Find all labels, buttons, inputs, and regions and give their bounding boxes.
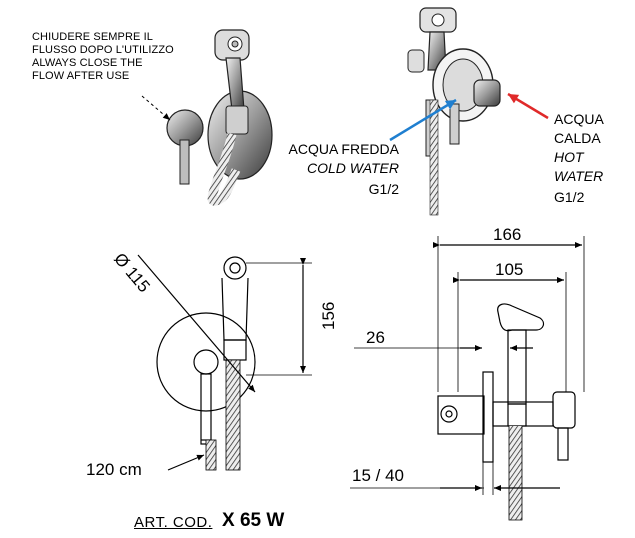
- handshower-depth-dimension: 105: [495, 260, 524, 279]
- overall-depth-dimension: 166: [493, 225, 522, 244]
- article-code-label: ART. COD.: [134, 514, 213, 531]
- side-view: [350, 236, 585, 521]
- cold-water-it-label: ACQUA FREDDA: [288, 141, 399, 157]
- cold-water-size-label: G1/2: [368, 181, 399, 197]
- hot-water-it-label-1: ACQUA: [554, 111, 604, 127]
- note-line-3: ALWAYS CLOSE THE: [32, 57, 143, 69]
- product-view-left: [141, 29, 273, 206]
- cold-water-en-label: COLD WATER: [306, 160, 399, 176]
- plate-offset-dimension: 26: [366, 328, 385, 347]
- hot-water-en-label-2: WATER: [554, 168, 604, 184]
- cold-water-arrow: [389, 98, 457, 142]
- adjust-range-dimension: 15 / 40: [352, 466, 404, 485]
- product-view-right: [389, 7, 549, 216]
- front-view: [137, 254, 312, 471]
- note-pointer: [141, 95, 171, 121]
- hot-water-en-label-1: HOT: [554, 149, 584, 165]
- mixer-valve-icon: [166, 109, 204, 185]
- article-code-value: X 65 W: [222, 510, 285, 531]
- note-line-1: CHIUDERE SEMPRE IL: [32, 31, 153, 43]
- note-line-2: FLUSSO DOPO L'UTILIZZO: [32, 44, 174, 56]
- handshower-icon: [214, 29, 250, 135]
- hot-water-it-label-2: CALDA: [554, 130, 601, 146]
- hot-water-arrow: [507, 92, 549, 120]
- height-dimension: 156: [319, 301, 338, 330]
- hose-icon: [207, 132, 241, 206]
- hot-water-size-label: G1/2: [554, 189, 585, 205]
- hose-length-dimension: 120 cm: [86, 460, 142, 479]
- note-line-4: FLOW AFTER USE: [32, 70, 130, 82]
